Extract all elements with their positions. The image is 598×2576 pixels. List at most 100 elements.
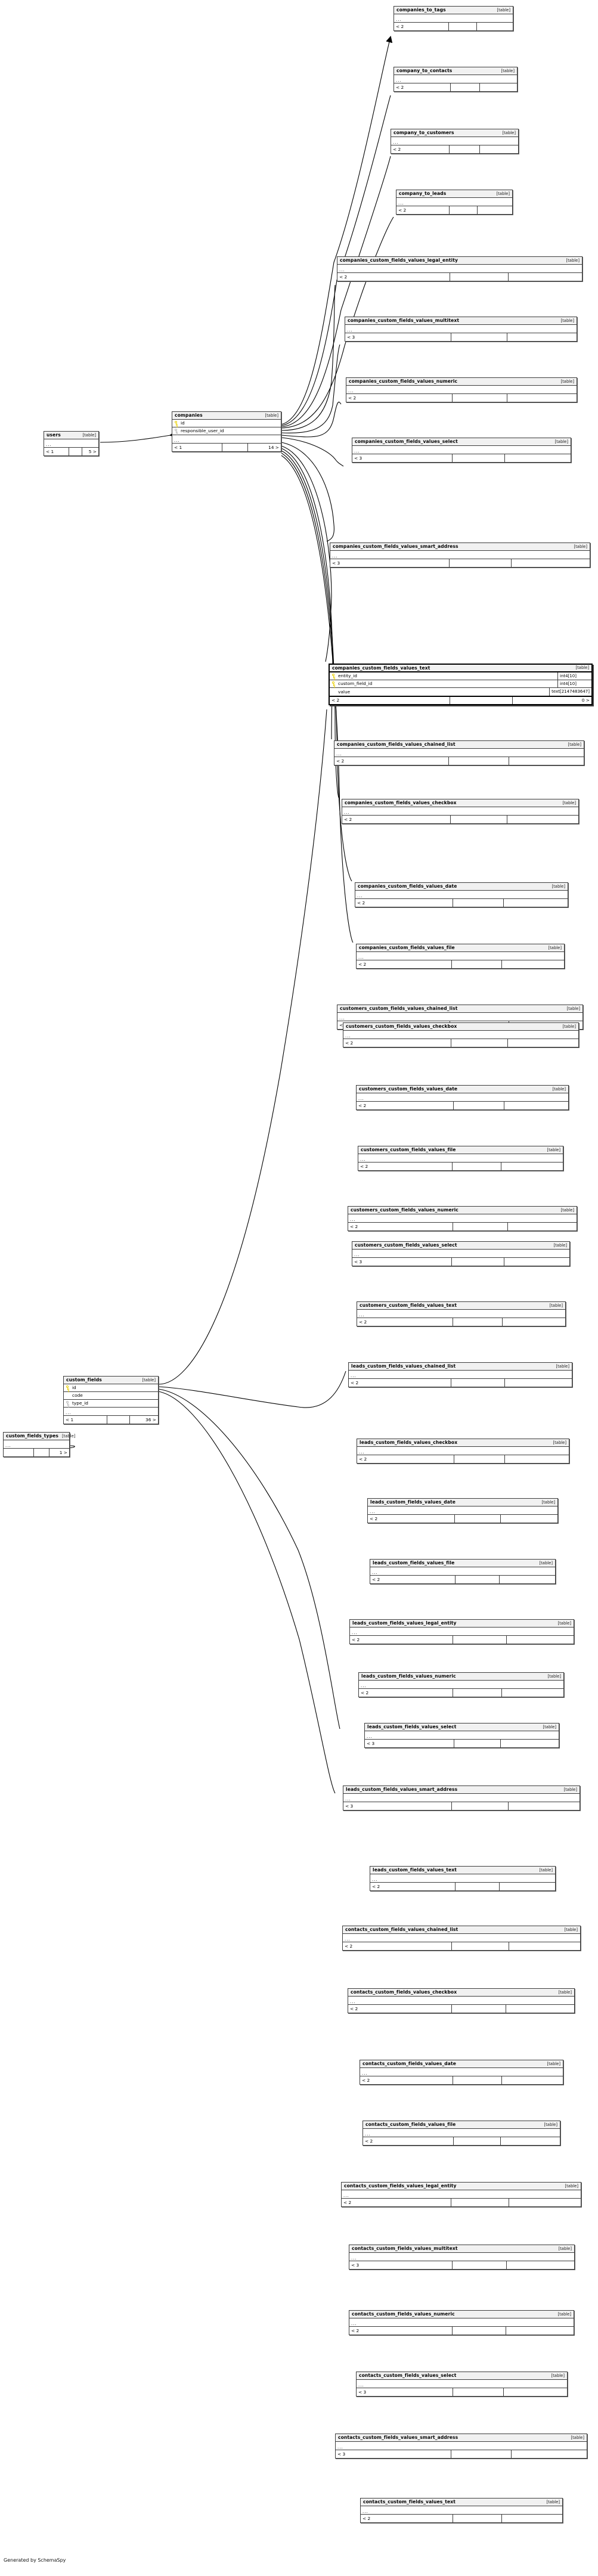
- footer-cell-right[interactable]: [480, 145, 518, 153]
- footer-cell-right[interactable]: [509, 2199, 581, 2206]
- table-node-customers_custom_fields_values_text[interactable]: customers_custom_fields_values_text[tabl…: [357, 1301, 566, 1326]
- table-node-contacts_custom_fields_values_file[interactable]: contacts_custom_fields_values_file[table…: [362, 2121, 560, 2146]
- footer-cell-right[interactable]: [507, 394, 577, 402]
- footer-cell-right[interactable]: [508, 1223, 577, 1230]
- footer-cell-right[interactable]: [505, 1455, 569, 1463]
- footer-cell-right[interactable]: [503, 1318, 565, 1326]
- footer-cell-right[interactable]: [501, 2137, 560, 2145]
- footer-cell-right[interactable]: [508, 1039, 578, 1047]
- table-node-companies_custom_fields_values_smart_address[interactable]: companies_custom_fields_values_smart_add…: [330, 543, 590, 568]
- table-node-companies_custom_fields_values_multitext[interactable]: companies_custom_fields_values_multitext…: [345, 317, 577, 342]
- footer-cell-left[interactable]: < 2: [348, 1223, 454, 1230]
- table-node-company_to_leads[interactable]: company_to_leads[table]...< 2: [396, 190, 513, 215]
- footer-cell-right[interactable]: [502, 960, 564, 968]
- footer-cell-left[interactable]: < 1: [172, 444, 222, 451]
- footer-cell-left[interactable]: < 3: [345, 333, 452, 341]
- table-column-row[interactable]: id: [172, 420, 281, 427]
- table-node-leads_custom_fields_values_select[interactable]: leads_custom_fields_values_select[table]…: [364, 1723, 559, 1748]
- footer-cell-left[interactable]: < 3: [357, 2388, 454, 2396]
- footer-cell-left[interactable]: < 2: [346, 394, 453, 402]
- footer-cell-right[interactable]: [478, 206, 512, 214]
- footer-cell-left[interactable]: [4, 1449, 34, 1456]
- footer-cell-left[interactable]: < 2: [359, 1689, 453, 1697]
- footer-cell-left[interactable]: < 2: [342, 816, 451, 823]
- footer-cell-right[interactable]: [509, 1802, 580, 1810]
- table-node-companies_custom_fields_values_date[interactable]: companies_custom_fields_values_date[tabl…: [355, 882, 568, 907]
- footer-cell-right[interactable]: [502, 2515, 562, 2522]
- footer-cell-right[interactable]: [505, 1379, 572, 1387]
- table-node-leads_custom_fields_values_file[interactable]: leads_custom_fields_values_file[table]..…: [370, 1559, 556, 1584]
- footer-cell-left[interactable]: < 2: [343, 1039, 452, 1047]
- table-node-contacts_custom_fields_values_date[interactable]: contacts_custom_fields_values_date[table…: [360, 2060, 563, 2085]
- footer-cell-right[interactable]: [502, 2076, 563, 2084]
- table-node-leads_custom_fields_values_smart_address[interactable]: leads_custom_fields_values_smart_address…: [343, 1785, 580, 1811]
- footer-cell-left[interactable]: < 3: [330, 559, 450, 567]
- table-node-contacts_custom_fields_values_select[interactable]: contacts_custom_fields_values_select[tab…: [356, 2372, 568, 2397]
- table-node-companies_custom_fields_values_file[interactable]: companies_custom_fields_values_file[tabl…: [356, 944, 565, 969]
- table-node-companies_to_tags[interactable]: companies_to_tags[table]...< 2: [393, 6, 513, 31]
- footer-cell-left[interactable]: < 2: [360, 2076, 454, 2084]
- footer-cell-right[interactable]: [477, 23, 513, 30]
- footer-cell-left[interactable]: < 3: [343, 1802, 453, 1810]
- table-column-row[interactable]: id: [64, 1384, 158, 1392]
- footer-cell-left[interactable]: < 2: [357, 960, 453, 968]
- footer-cell-right[interactable]: [509, 757, 584, 765]
- footer-cell-left[interactable]: < 2: [334, 757, 450, 765]
- table-node-leads_custom_fields_values_text[interactable]: leads_custom_fields_values_text[table]..…: [370, 1866, 556, 1891]
- footer-cell-left[interactable]: < 3: [352, 454, 453, 462]
- footer-cell-left[interactable]: < 2: [363, 2137, 454, 2145]
- footer-cell-right[interactable]: [501, 1740, 559, 1747]
- footer-cell-left[interactable]: < 2: [368, 1515, 456, 1523]
- table-node-customers_custom_fields_values_numeric[interactable]: customers_custom_fields_values_numeric[t…: [348, 1206, 577, 1231]
- footer-cell-left[interactable]: < 2: [342, 2199, 452, 2206]
- footer-cell-left[interactable]: < 3: [352, 1258, 453, 1266]
- footer-cell-right[interactable]: [504, 899, 568, 907]
- footer-cell-right[interactable]: [500, 1883, 555, 1890]
- table-node-contacts_custom_fields_values_multitext[interactable]: contacts_custom_fields_values_multitext[…: [349, 2245, 575, 2270]
- footer-cell-left[interactable]: < 2: [357, 1318, 453, 1326]
- footer-cell-left[interactable]: < 2: [394, 23, 449, 30]
- table-column-row[interactable]: type_id: [64, 1400, 158, 1408]
- table-node-customers_custom_fields_values_date[interactable]: customers_custom_fields_values_date[tabl…: [356, 1085, 569, 1110]
- footer-cell-right[interactable]: [504, 1258, 569, 1266]
- table-node-contacts_custom_fields_values_chained_list[interactable]: contacts_custom_fields_values_chained_li…: [342, 1926, 581, 1951]
- table-node-leads_custom_fields_values_numeric[interactable]: leads_custom_fields_values_numeric[table…: [358, 1672, 564, 1697]
- table-node-leads_custom_fields_values_date[interactable]: leads_custom_fields_values_date[table]..…: [367, 1498, 558, 1523]
- footer-cell-right[interactable]: [504, 1102, 568, 1109]
- footer-cell-left[interactable]: < 2: [349, 2327, 453, 2335]
- table-node-companies_custom_fields_values_legal_entity[interactable]: companies_custom_fields_values_legal_ent…: [337, 256, 582, 281]
- table-node-companies_custom_fields_values_checkbox[interactable]: companies_custom_fields_values_checkbox[…: [342, 799, 579, 824]
- footer-cell-right[interactable]: 14 >: [268, 444, 279, 450]
- footer-cell-left[interactable]: < 2: [355, 899, 453, 907]
- footer-cell-right[interactable]: [506, 2005, 574, 2013]
- footer-cell-right[interactable]: [506, 2327, 574, 2335]
- footer-cell-right[interactable]: [504, 2388, 567, 2396]
- table-node-companies_custom_fields_values_text[interactable]: companies_custom_fields_values_text[tabl…: [329, 664, 593, 705]
- footer-cell-left[interactable]: < 2: [343, 1942, 453, 1950]
- table-node-leads_custom_fields_values_chained_list[interactable]: leads_custom_fields_values_chained_list[…: [348, 1362, 572, 1387]
- table-node-contacts_custom_fields_values_numeric[interactable]: contacts_custom_fields_values_numeric[ta…: [349, 2310, 574, 2335]
- footer-cell-left[interactable]: < 2: [330, 697, 450, 704]
- table-node-customers_custom_fields_values_file[interactable]: customers_custom_fields_values_file[tabl…: [358, 1146, 563, 1171]
- footer-cell-right[interactable]: 36 >: [145, 1416, 156, 1422]
- footer-cell-left[interactable]: < 2: [357, 1455, 455, 1463]
- table-node-companies_custom_fields_values_numeric[interactable]: companies_custom_fields_values_numeric[t…: [346, 377, 577, 402]
- table-node-customers_custom_fields_values_select[interactable]: customers_custom_fields_values_select[ta…: [352, 1241, 570, 1266]
- footer-cell-left[interactable]: < 3: [336, 2450, 451, 2458]
- table-column-row[interactable]: code: [64, 1392, 158, 1400]
- footer-cell-left[interactable]: < 3: [349, 2261, 453, 2269]
- footer-cell-right[interactable]: [505, 454, 571, 462]
- table-node-contacts_custom_fields_values_legal_entity[interactable]: contacts_custom_fields_values_legal_enti…: [341, 2182, 581, 2207]
- footer-cell-left[interactable]: < 2: [357, 1102, 454, 1109]
- footer-cell-right[interactable]: [507, 1636, 574, 1644]
- footer-cell-right[interactable]: 5 >: [88, 448, 97, 454]
- footer-cell-left[interactable]: < 1: [44, 448, 69, 455]
- footer-cell-left[interactable]: < 2: [350, 1636, 453, 1644]
- footer-cell-left[interactable]: < 2: [370, 1576, 456, 1583]
- table-node-companies_custom_fields_values_chained_list[interactable]: companies_custom_fields_values_chained_l…: [334, 740, 584, 765]
- footer-cell-right[interactable]: [507, 2261, 574, 2269]
- footer-cell-right[interactable]: [501, 1163, 563, 1170]
